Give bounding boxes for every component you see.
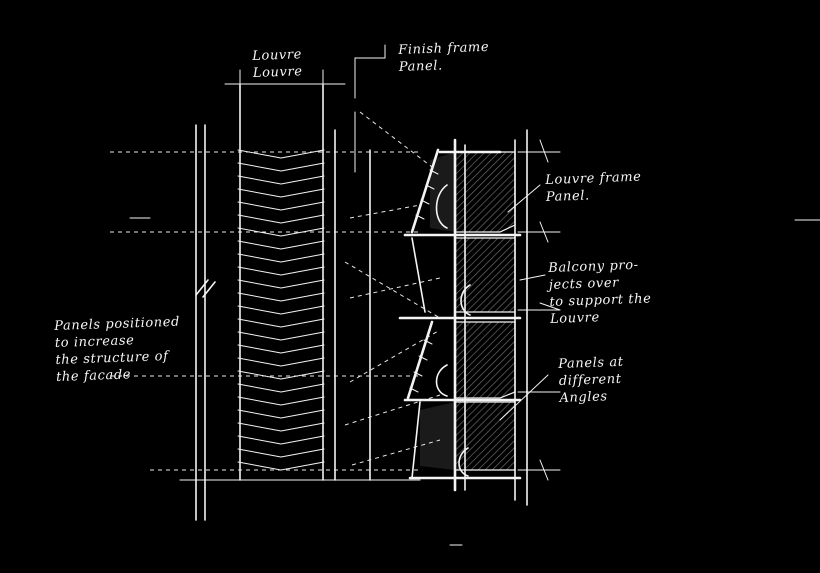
panels-angles-label: Panels at different Angles: [558, 354, 624, 406]
louvre-blade: [237, 201, 325, 211]
balcony-label: Balcony pro- jects over to support the L…: [548, 257, 652, 327]
louvre-blade: [237, 266, 325, 276]
louvre-blade: [237, 383, 325, 393]
louvre-elevation: [110, 44, 421, 521]
louvre-blade: [237, 292, 325, 302]
finish-frame-label: Finish frame Panel.: [398, 39, 490, 75]
louvre-blade: [237, 357, 325, 367]
louvre-blade: [237, 422, 325, 432]
louvre-blade: [237, 188, 325, 198]
louvre-blade: [237, 396, 325, 406]
louvre-blade: [237, 149, 325, 159]
louvre-blade: [237, 370, 325, 380]
louvre-blade: [237, 279, 325, 289]
louvre-blade: [237, 240, 325, 250]
louvre-blade: [237, 461, 325, 471]
louvre-blade: [237, 409, 325, 419]
louvre-blade: [237, 318, 325, 328]
louvre-blade: [237, 227, 325, 237]
louvre-blade: [237, 175, 325, 185]
louvre-blade: [237, 305, 325, 315]
louvre-blade: [237, 331, 325, 341]
leader-lines: [129, 111, 820, 546]
louvre-chevrons: [237, 149, 325, 471]
louvre-blade: [237, 162, 325, 172]
panels-positioned-label: Panels positioned to increase the struct…: [54, 314, 181, 385]
panel-ticks: [409, 169, 439, 393]
louvre-blade: [237, 344, 325, 354]
louvre-frame-label: Louvre frame Panel.: [545, 169, 642, 205]
louvre-blade: [237, 448, 325, 458]
louvre-blade: [237, 253, 325, 263]
louvre-blade: [237, 214, 325, 224]
facade-section: [398, 129, 561, 506]
louvre-blade: [237, 435, 325, 445]
louvre-label-top: Louvre Louvre: [252, 47, 303, 81]
